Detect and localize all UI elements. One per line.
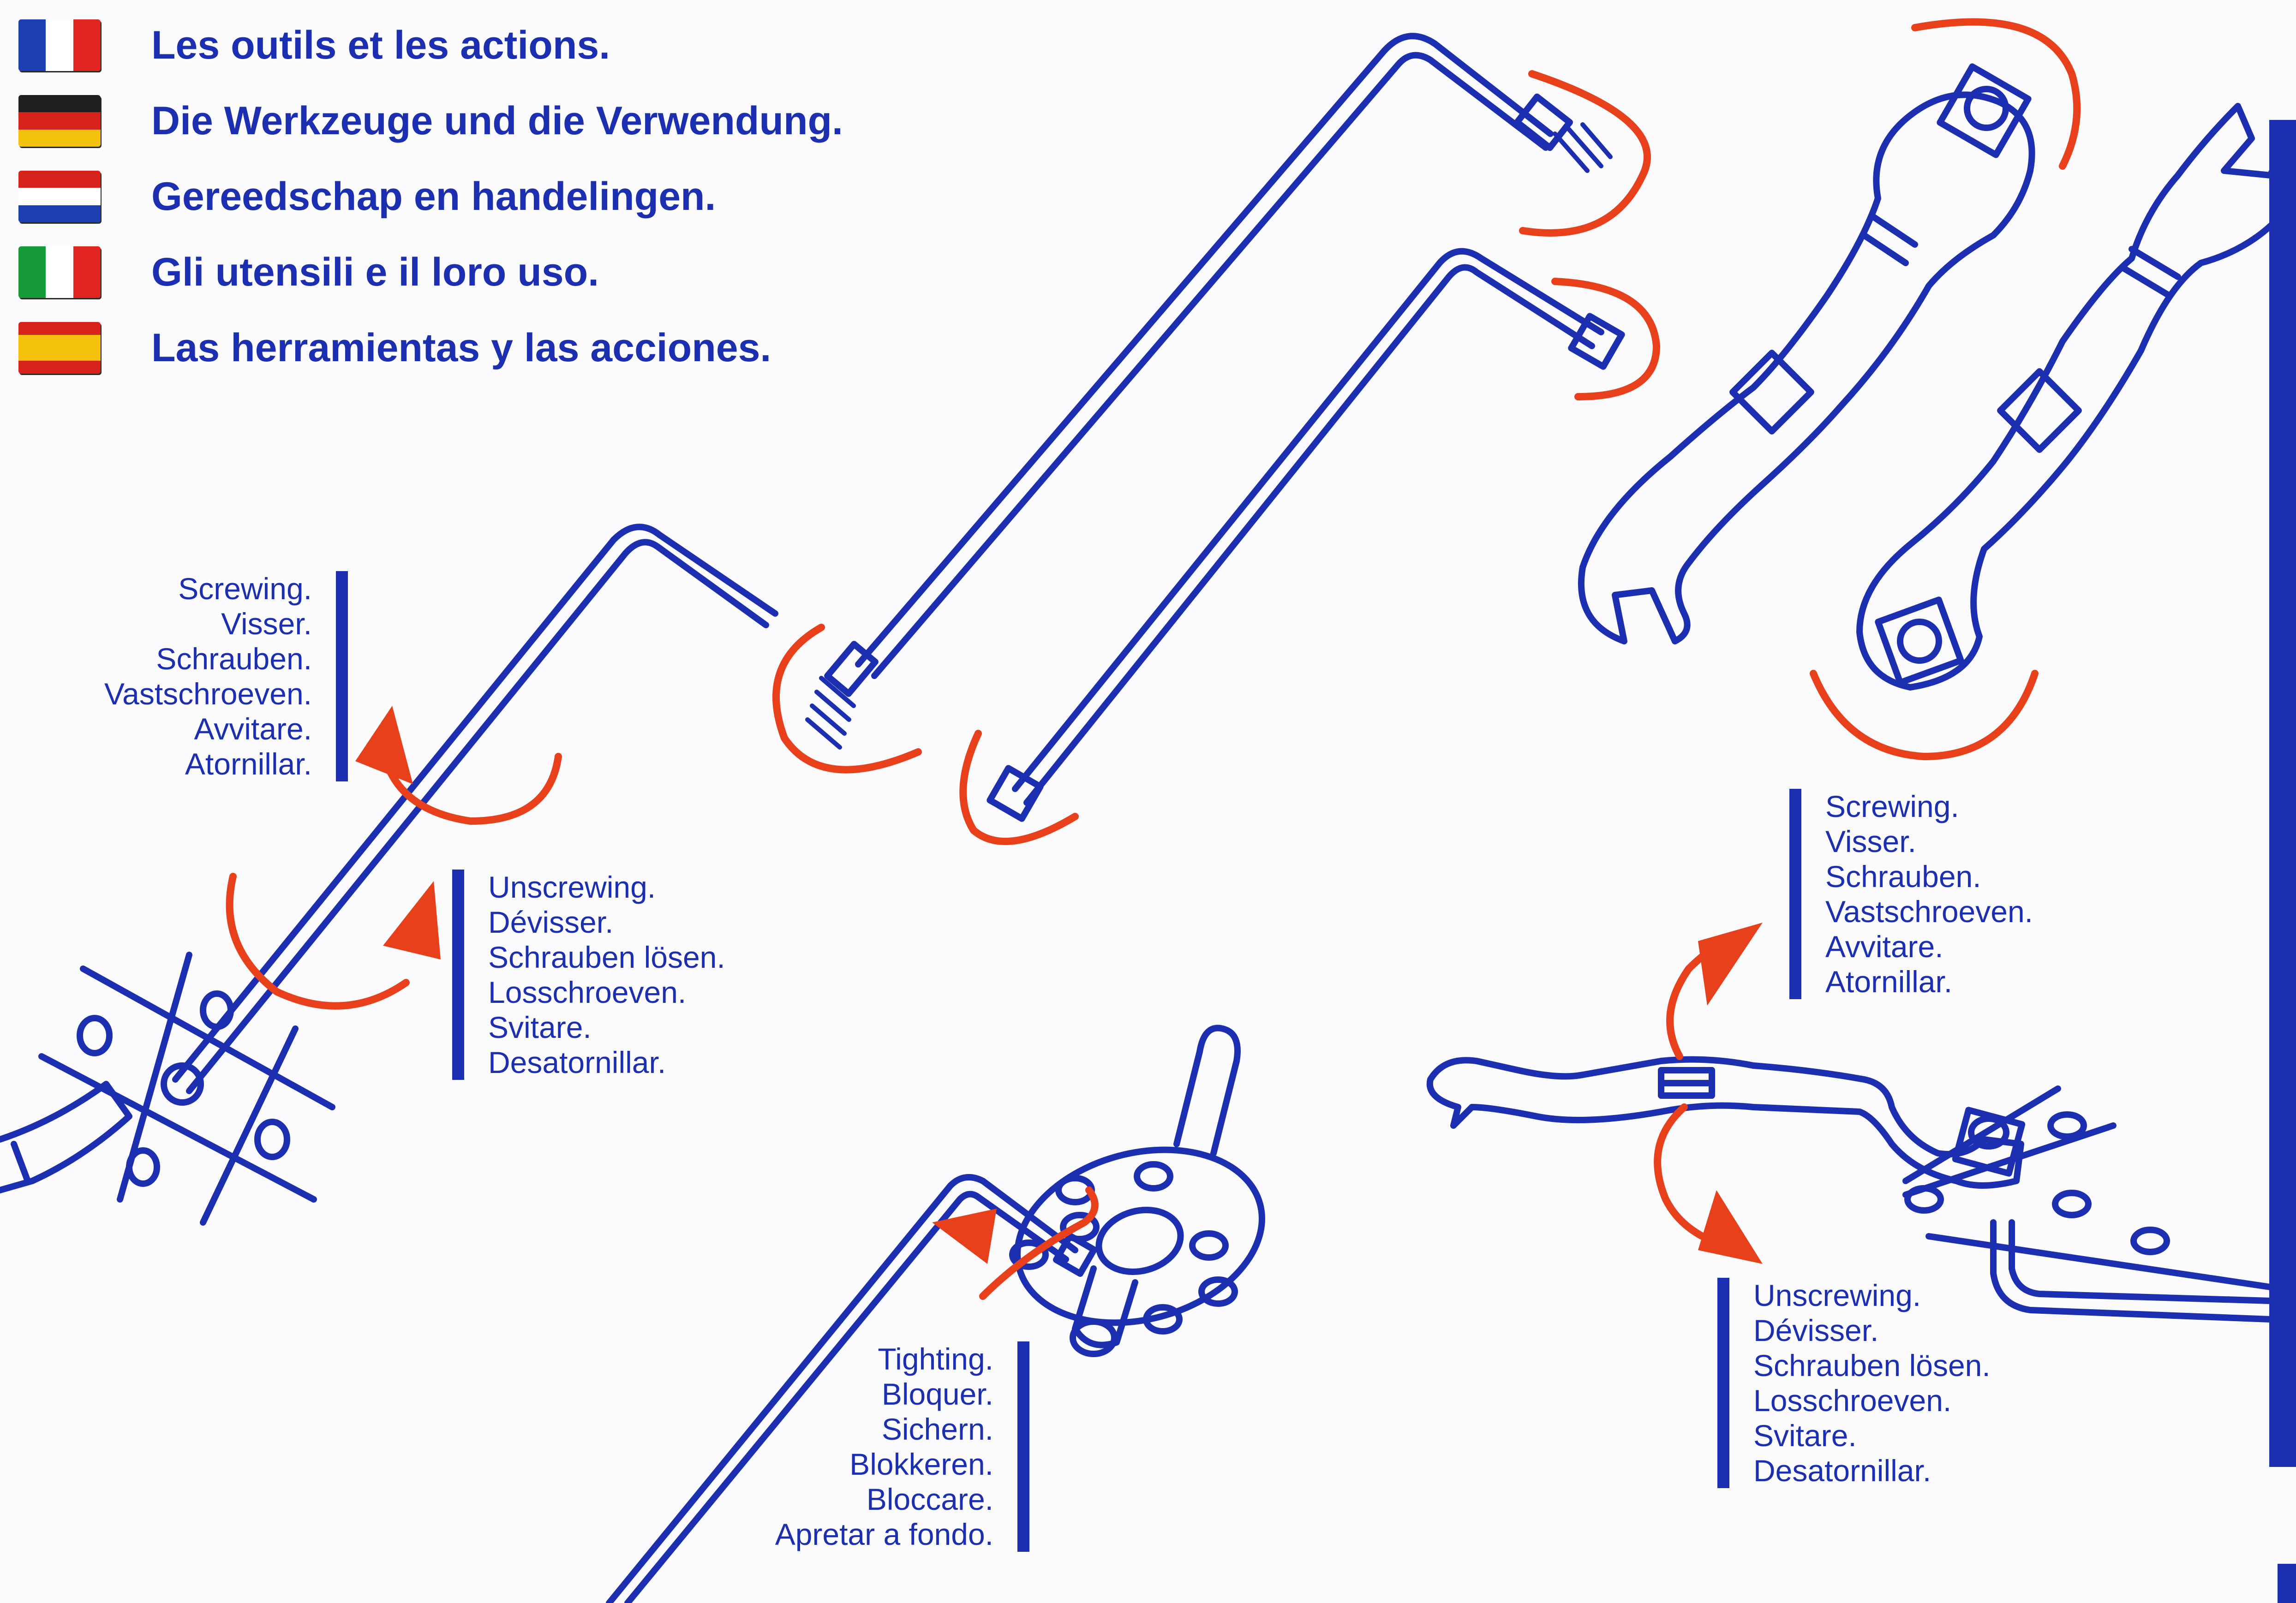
arrowhead-icon (355, 706, 413, 784)
wheel-axle-icon (606, 1025, 1265, 1603)
arrowheads (355, 706, 1763, 1264)
spanner-pair-icon (1578, 63, 2296, 691)
rotation-arc-icon (1911, 18, 2081, 170)
flag-spain-icon (18, 322, 101, 374)
heading-it: Gli utensili e il loro uso. (18, 244, 599, 300)
heading-fr: Les outils et les actions. (18, 18, 610, 73)
heading-text: Las herramientas y las acciones. (151, 326, 771, 370)
label-line: Schrauben lösen. (488, 940, 725, 974)
label-line: Screwing. (178, 572, 312, 606)
label-unscrewing-left: Unscrewing. Dévisser. Schrauben lösen. L… (452, 870, 725, 1080)
heading-de: Die Werkzeuge und die Verwendung. (18, 93, 843, 149)
page-edge-bar (2269, 120, 2296, 1467)
rotation-arc-icon (1519, 70, 1651, 237)
rotation-arc-icon (959, 730, 1079, 845)
heading-nl: Gereedschap en handelingen. (18, 169, 716, 224)
rotation-arc-icon (226, 873, 410, 1010)
label-line: Desatornillar. (488, 1045, 666, 1079)
label-line: Svitare. (1753, 1418, 1857, 1453)
allen-key-left-icon (161, 524, 778, 1106)
label-tighting: Tighting. Bloquer. Sichern. Blokkeren. B… (775, 1341, 1029, 1552)
label-line: Dévisser. (488, 905, 614, 939)
spanner-on-plate-icon (1426, 1056, 2273, 1323)
label-line: Visser. (221, 607, 312, 641)
arrowhead-icon (383, 881, 441, 959)
label-screwing-right: Screwing. Visser. Schrauben. Vastschroev… (1789, 789, 2033, 999)
arrowhead-icon (1698, 1190, 1763, 1264)
arrowhead-icon (932, 1209, 997, 1264)
heading-text: Les outils et les actions. (151, 23, 610, 67)
page-edge-tab (2278, 1564, 2296, 1603)
flag-italy-icon (18, 246, 101, 298)
label-line: Schrauben. (156, 642, 312, 676)
label-line: Avvitare. (1825, 930, 1943, 964)
label-line: Blokkeren. (849, 1447, 993, 1481)
label-line: Unscrewing. (1753, 1278, 1921, 1312)
label-line: Schrauben lösen. (1753, 1348, 1991, 1383)
rotation-arc-icon (979, 1186, 1099, 1300)
allen-key-long-icon (805, 33, 1613, 750)
label-line: Visser. (1825, 824, 1916, 858)
label-line: Losschroeven. (488, 975, 687, 1009)
heading-text: Die Werkzeuge und die Verwendung. (151, 99, 843, 143)
label-line: Svitare. (488, 1010, 592, 1044)
heading-text: Gereedschap en handelingen. (151, 174, 716, 219)
allen-key-short-icon (987, 248, 1625, 822)
flag-netherlands-icon (18, 171, 101, 222)
label-line: Tighting. (878, 1342, 993, 1376)
label-line: Bloquer. (881, 1377, 993, 1411)
label-line: Atornillar. (185, 747, 312, 781)
label-line: Vastschroeven. (104, 677, 312, 711)
label-line: Sichern. (881, 1412, 993, 1446)
label-line: Screwing. (1825, 789, 1959, 823)
rotation-arc-icon (772, 624, 922, 774)
label-line: Bloccare. (866, 1482, 993, 1516)
label-line: Apretar a fondo. (775, 1517, 993, 1551)
thread-icon (805, 676, 856, 750)
label-screwing-left: Screwing. Visser. Schrauben. Vastschroev… (104, 571, 348, 781)
label-line: Desatornillar. (1753, 1454, 1931, 1488)
label-line: Avvitare. (194, 712, 312, 746)
label-line: Unscrewing. (488, 870, 656, 904)
heading-text: Gli utensili e il loro uso. (151, 250, 599, 294)
label-line: Dévisser. (1753, 1313, 1879, 1347)
heading-es: Las herramientas y las acciones. (18, 320, 771, 375)
rotation-arc-icon (1810, 670, 2039, 761)
label-line: Vastschroeven. (1825, 894, 2033, 929)
rotation-arc-icon (1551, 278, 1661, 400)
rotation-arrows (226, 18, 2081, 1300)
perforated-strip-icon (0, 952, 335, 1226)
label-unscrewing-right: Unscrewing. Dévisser. Schrauben lösen. L… (1717, 1278, 1991, 1488)
flag-france-icon (18, 19, 101, 71)
label-line: Schrauben. (1825, 859, 1981, 894)
label-line: Losschroeven. (1753, 1383, 1952, 1418)
flag-germany-icon (18, 95, 101, 147)
arrowhead-icon (1698, 923, 1763, 1006)
label-line: Atornillar. (1825, 965, 1953, 999)
rotation-arc-icon (384, 753, 562, 825)
rotation-arc-icon (1654, 1103, 1716, 1245)
